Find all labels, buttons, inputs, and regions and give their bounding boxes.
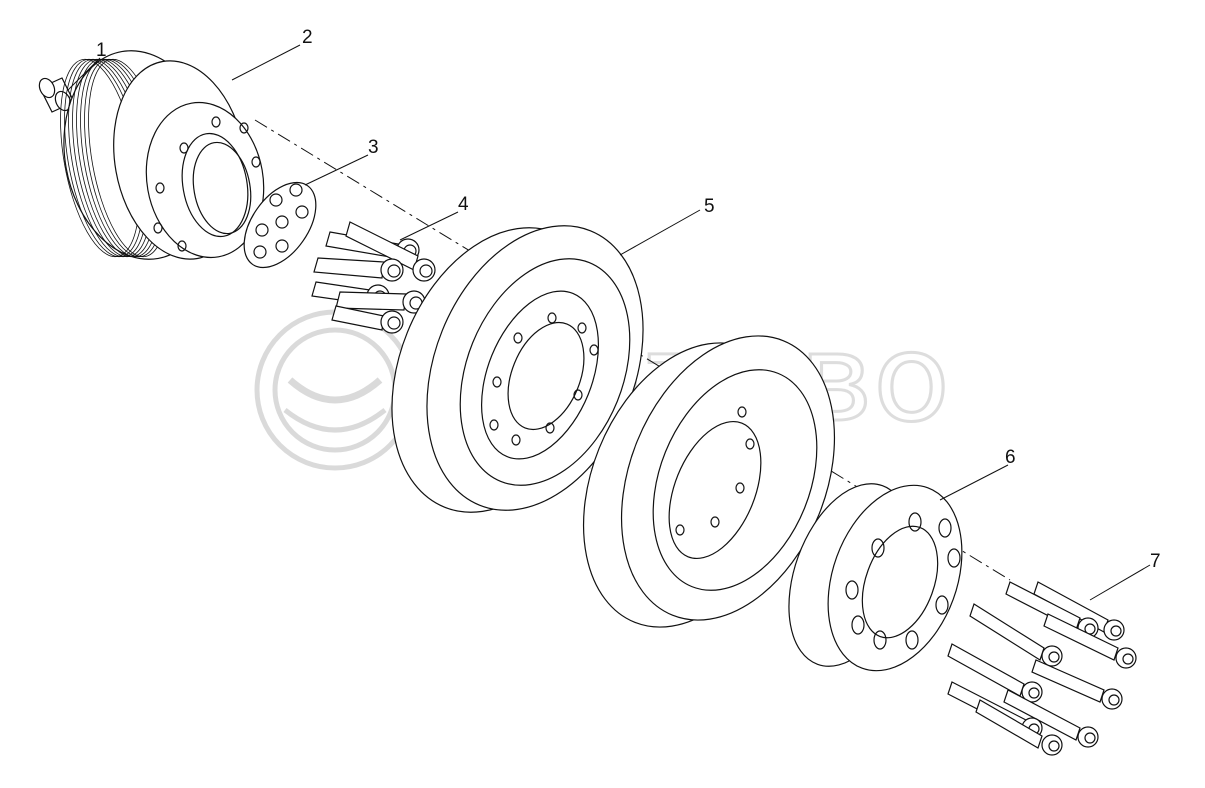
callout-labels: 1 2 3 4 5 6 7	[96, 27, 1161, 572]
part-flywheel-disc	[582, 335, 836, 628]
callout-7: 7	[1150, 551, 1161, 572]
part-6-hub	[788, 483, 963, 672]
callout-5: 5	[704, 196, 715, 217]
callout-2: 2	[302, 27, 313, 48]
flywheel-bolt-holes	[675, 406, 755, 536]
callout-6: 6	[1005, 447, 1016, 468]
callout-3: 3	[368, 137, 379, 158]
part-7-long-bolts	[947, 581, 1137, 756]
long-bolt-7g	[1003, 689, 1099, 748]
damper-bolt-holes	[489, 312, 599, 446]
bolt-4f	[331, 305, 404, 334]
callout-4: 4	[458, 194, 469, 215]
long-bolt-7i	[975, 699, 1063, 756]
long-bolt-7c	[1043, 613, 1137, 669]
part-5-damper	[391, 225, 644, 513]
pulley-bolt-holes	[153, 116, 261, 252]
bolt-4c	[313, 257, 404, 282]
long-bolt-7d	[969, 603, 1063, 667]
bolt-4b	[345, 221, 436, 282]
part-2-pulley	[60, 50, 265, 260]
part-4-bolts	[311, 221, 436, 334]
long-bolt-7e	[1031, 659, 1123, 710]
callout-1: 1	[96, 40, 107, 61]
part-3-washer	[243, 181, 317, 269]
leader-lines	[67, 44, 1151, 601]
watermark-logo	[254, 309, 416, 471]
hub-bolt-holes	[845, 512, 961, 650]
